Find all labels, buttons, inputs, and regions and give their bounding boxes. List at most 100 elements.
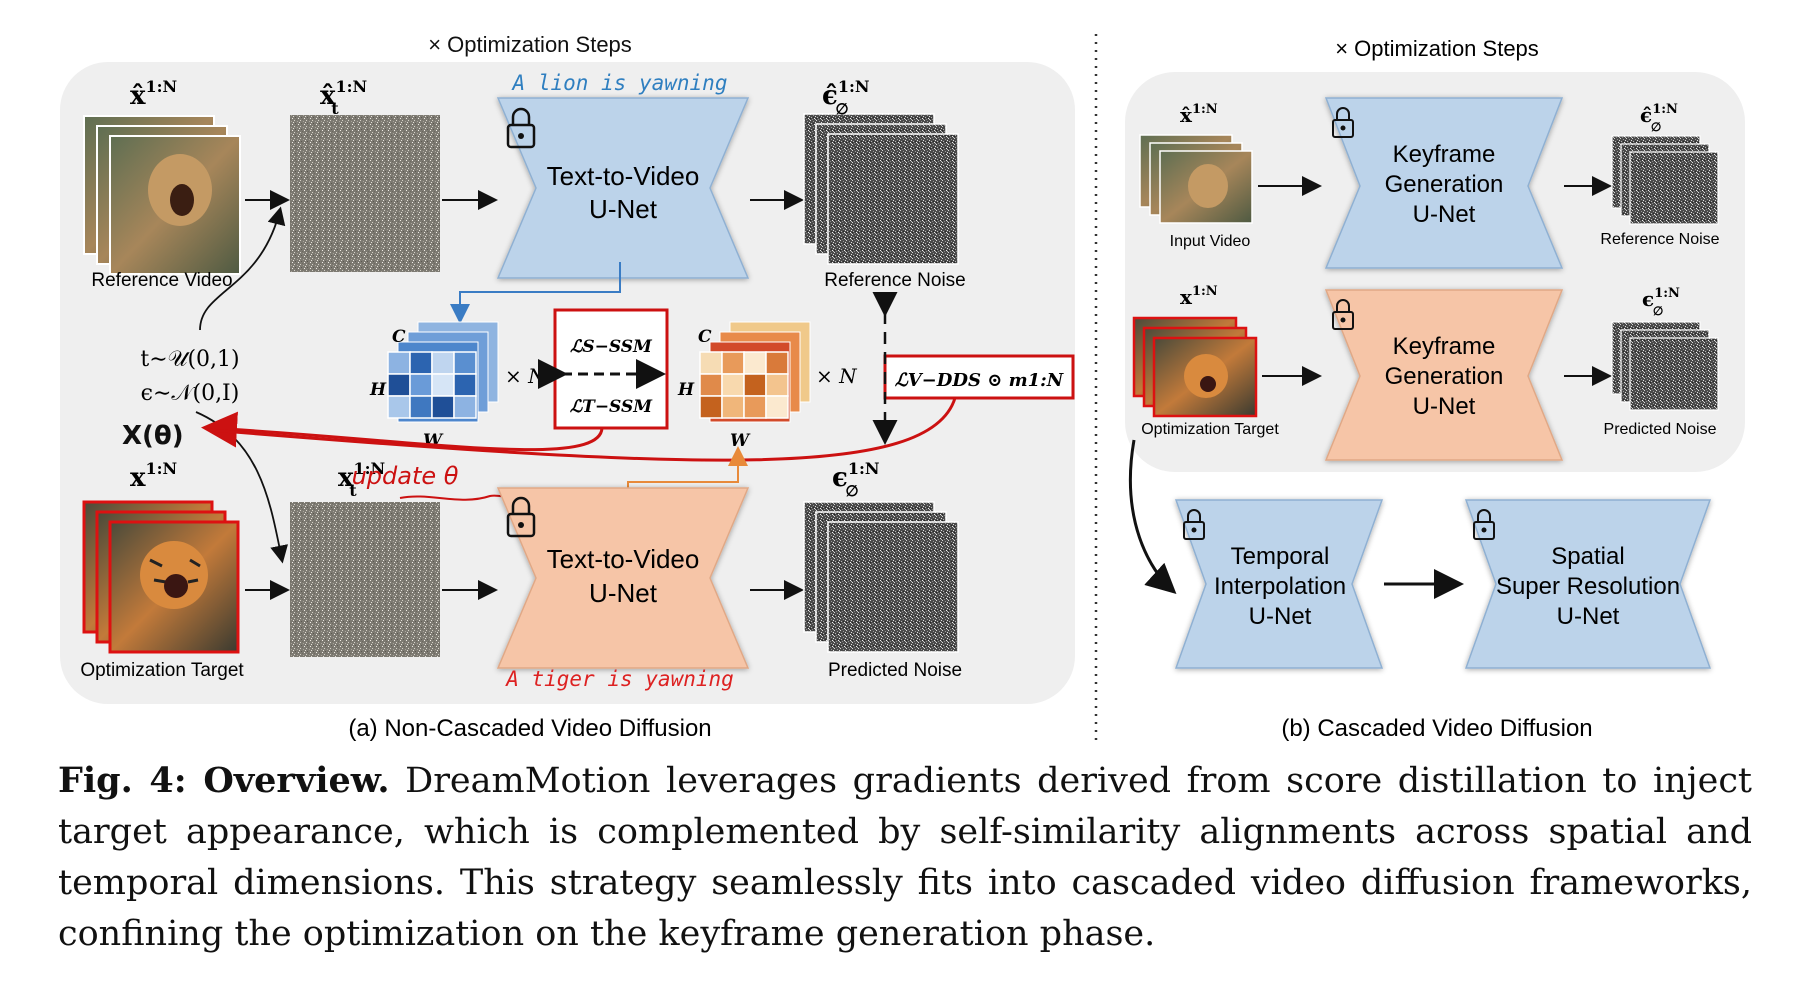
unet-top-line1: Text-to-Video xyxy=(547,161,700,191)
orange-feature-cube xyxy=(699,321,811,423)
svg-text:ϵ1:N∅: ϵ1:N∅ xyxy=(832,459,880,500)
red-gradient-arrow-vdds xyxy=(209,397,957,462)
input-video-frames xyxy=(1139,134,1253,224)
handwritten-x-theta: X(θ) xyxy=(122,421,184,451)
lock-icon xyxy=(506,107,536,149)
keyframe-bottom-line3: U-Net xyxy=(1413,393,1476,420)
unet-bottom-line1: Text-to-Video xyxy=(547,544,700,574)
svg-text:x̂1:Nt: x̂1:Nt xyxy=(320,77,367,118)
b-reference-noise-stack xyxy=(1611,135,1719,225)
svg-text:ϵ̂1:N∅: ϵ̂1:N∅ xyxy=(1640,102,1678,134)
b-x-symbol: x1:N xyxy=(1180,284,1218,309)
keyframe-top-line2: Generation xyxy=(1385,171,1504,198)
svg-text:ϵ̂1:N∅: ϵ̂1:N∅ xyxy=(822,77,870,118)
blue-feature-cube xyxy=(387,321,499,423)
temporal-line3: U-Net xyxy=(1249,603,1312,630)
reference-video-label: Reference Video xyxy=(91,270,232,291)
b-reference-noise-label: Reference Noise xyxy=(1600,231,1719,248)
lock-icon xyxy=(1332,299,1354,330)
x-symbol: x1:N xyxy=(130,459,177,493)
x-hat-symbol: x̂1:N xyxy=(130,77,177,111)
lock-icon xyxy=(1332,107,1354,138)
spatial-super-resolution-unet xyxy=(1464,499,1712,669)
spatial-line3: U-Net xyxy=(1557,603,1620,630)
unet-top-line2: U-Net xyxy=(589,194,658,224)
spatial-line1: Spatial xyxy=(1551,543,1624,570)
b-x-hat-symbol: x̂1:N xyxy=(1180,102,1218,127)
text-to-video-unet-trainable xyxy=(496,487,750,669)
predicted-noise-stack xyxy=(803,501,959,653)
b-eps-symbol: ϵ1:N∅ xyxy=(1642,286,1680,318)
optimization-target-frames xyxy=(82,500,240,654)
b-optimization-target-frames xyxy=(1132,316,1258,418)
svg-text:x̂1:N: x̂1:N xyxy=(1180,102,1218,127)
temporal-line1: Temporal xyxy=(1231,543,1330,570)
handwritten-update-theta: update θ xyxy=(352,462,459,490)
panel-b-optimization-steps-label: × Optimization Steps xyxy=(1335,36,1539,61)
optimization-target-label: Optimization Target xyxy=(80,660,244,681)
panel-a-title: (a) Non-Cascaded Video Diffusion xyxy=(348,715,711,742)
temporal-line2: Interpolation xyxy=(1214,573,1346,600)
orange-dim-c: C xyxy=(698,327,712,347)
loss-vdds: ℒV−DDS ⊙ m1:N xyxy=(895,370,1065,391)
spatial-line2: Super Resolution xyxy=(1496,573,1680,600)
lock-icon xyxy=(1183,509,1205,540)
svg-text:x1:N: x1:N xyxy=(1180,284,1218,309)
b-predicted-noise-stack xyxy=(1611,321,1719,411)
blue-times-n: × N xyxy=(505,364,547,388)
loss-s-ssm: ℒS−SSM xyxy=(570,337,653,357)
keyframe-bottom-line1: Keyframe xyxy=(1393,333,1496,360)
svg-text:ϵ1:N∅: ϵ1:N∅ xyxy=(1642,286,1680,318)
reference-video-frames xyxy=(83,115,241,275)
orange-dim-h: H xyxy=(677,380,695,400)
keyframe-top-line3: U-Net xyxy=(1413,201,1476,228)
t-sample: t∼𝒰(0,1) xyxy=(140,347,239,372)
svg-text:x1:Nt: x1:Nt xyxy=(338,459,385,500)
panel-a-optimization-steps-label: × Optimization Steps xyxy=(428,32,632,57)
target-noisy-latent xyxy=(290,502,440,657)
svg-text:x̂1:N: x̂1:N xyxy=(130,77,177,111)
prompt-source: A lion is yawning xyxy=(511,71,728,95)
eps-symbol: ϵ1:N∅ xyxy=(832,459,880,500)
blue-connector xyxy=(450,262,621,324)
input-video-label: Input Video xyxy=(1170,233,1251,250)
keyframe-unet-trainable xyxy=(1324,289,1564,461)
b-arrow-target-to-temporal xyxy=(1129,439,1177,595)
svg-text:x1:N: x1:N xyxy=(130,459,177,493)
keyframe-unet-frozen xyxy=(1324,97,1564,269)
red-gradient-arrow-ssm xyxy=(201,411,604,452)
keyframe-bottom-line2: Generation xyxy=(1385,363,1504,390)
lock-icon xyxy=(1473,509,1495,540)
prompt-target: A tiger is yawning xyxy=(504,667,734,691)
panel-a: × Optimization Steps Reference Video x̂1… xyxy=(60,32,1075,742)
eps-hat-symbol: ϵ̂1:N∅ xyxy=(822,77,870,118)
b-optimization-target-label: Optimization Target xyxy=(1141,421,1279,438)
keyframe-top-line1: Keyframe xyxy=(1393,141,1496,168)
orange-dim-w: W xyxy=(730,431,751,451)
orange-times-n: × N xyxy=(816,364,858,388)
caption-text: DreamMotion leverages gradients derived … xyxy=(58,761,1752,954)
reference-noisy-latent xyxy=(290,115,440,272)
reference-noise-stack xyxy=(803,113,959,265)
unet-bottom-line2: U-Net xyxy=(589,578,658,608)
predicted-noise-label: Predicted Noise xyxy=(828,660,962,681)
b-predicted-noise-label: Predicted Noise xyxy=(1604,421,1717,438)
loss-t-ssm: ℒT−SSM xyxy=(570,397,653,417)
figure-caption: Fig. 4: Overview. DreamMotion leverages … xyxy=(58,755,1752,960)
temporal-interpolation-unet xyxy=(1174,499,1384,669)
overview-diagram: × Optimization Steps Reference Video x̂1… xyxy=(60,32,1745,745)
panel-b-title: (b) Cascaded Video Diffusion xyxy=(1281,715,1592,742)
vdds-loss-box xyxy=(883,354,1075,400)
reference-noise-label: Reference Noise xyxy=(824,270,966,291)
panel-b: × Optimization Steps x̂1:N Input Video K… xyxy=(1125,36,1745,742)
eps-sample: ϵ∼𝒩(0,I) xyxy=(141,381,240,406)
blue-dim-c: C xyxy=(392,327,406,347)
arrow-t-to-top-noisy xyxy=(199,206,286,331)
b-eps-hat-symbol: ϵ̂1:N∅ xyxy=(1640,102,1678,134)
panel-b-background xyxy=(1125,72,1745,472)
caption-label: Fig. 4: Overview. xyxy=(58,760,390,801)
lock-icon xyxy=(506,496,536,538)
blue-dim-h: H xyxy=(369,380,387,400)
